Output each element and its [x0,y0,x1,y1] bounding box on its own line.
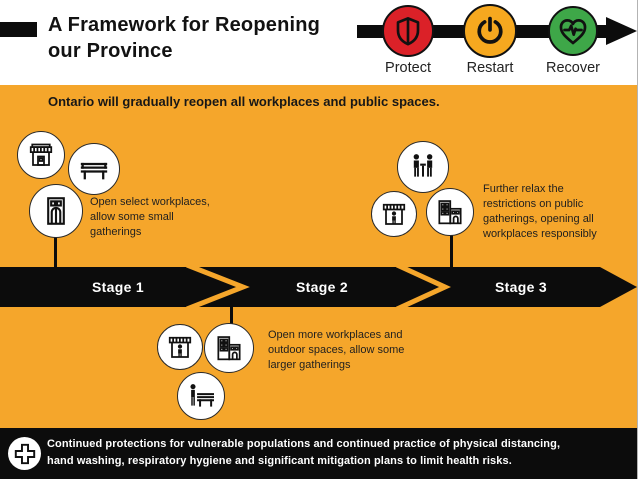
restart-label: Restart [466,60,514,76]
stage3-connector-line [450,234,453,268]
storefront-person-icon [165,332,195,362]
stage1-timeline-label: Stage 1 [92,279,144,295]
title-accent-bar [0,22,37,37]
stage2-buildings-circle [204,323,254,373]
stage3-description: Further relax the restrictions on public… [483,182,597,242]
stage3-desc-line: workplaces responsibly [483,228,597,240]
people-table-icon [406,150,440,184]
stage2-desc-line: larger gatherings [268,359,351,371]
stage3-buildings-circle [426,188,474,236]
bench-icon [77,152,111,186]
stage2-desc-line: outdoor spaces, allow some [268,344,405,356]
buildings-icon [434,196,466,228]
stage1-description: Open select workplaces, allow some small… [90,195,210,240]
shield-icon [392,15,424,47]
stage1-desc-line: Open select workplaces, [90,196,210,208]
footer-text-line: Continued protections for vulnerable pop… [47,438,561,450]
medical-cross-badge [8,437,41,470]
person-bench-icon [185,380,217,412]
header: A Framework for Reopening our Province [0,0,637,85]
main-canvas: Ontario will gradually reopen all workpl… [0,85,637,428]
title-line-1: A Framework for Reopening [48,14,321,36]
storefront-person-icon [379,199,409,229]
recover-phase-badge [548,6,598,56]
stage1-storefront-circle [17,131,65,179]
stage1-connector-line [54,234,57,268]
stage3-desc-line: restrictions on public [483,198,584,210]
phase-arrow-head [606,17,637,45]
protect-phase-badge [382,5,434,57]
stage2-description: Open more workplaces and outdoor spaces,… [268,328,404,373]
storefront-icon [26,140,56,170]
footer-text: Continued protections for vulnerable pop… [47,436,560,469]
page-title: A Framework for Reopening our Province [48,12,320,64]
door-icon [39,194,73,228]
heart-pulse-icon [556,14,590,48]
recover-label: Recover [546,60,600,76]
stage-timeline-arrow [0,264,637,310]
stage1-door-circle [29,184,83,238]
title-line-2: our Province [48,40,173,62]
intro-text: Ontario will gradually reopen all workpl… [48,94,440,109]
right-margin-strip [637,0,642,479]
stage3-timeline-label: Stage 3 [495,279,547,295]
stage2-storefront-circle [157,324,203,370]
stage1-desc-line: allow some small [90,211,174,223]
stage2-connector-line [230,305,233,329]
power-icon [473,14,507,48]
stage1-bench-circle [68,143,120,195]
medical-cross-icon [12,441,38,467]
stage2-person-bench-circle [177,372,225,420]
footer-text-line: hand washing, respiratory hygiene and si… [47,454,512,467]
stage1-desc-line: gatherings [90,226,142,238]
stage3-storefront-circle [371,191,417,237]
stage3-gathering-circle [397,141,449,193]
protect-label: Protect [385,60,431,76]
footer-bar: Continued protections for vulnerable pop… [0,428,637,479]
stage2-desc-line: Open more workplaces and [268,329,403,341]
stage3-desc-line: Further relax the [483,183,564,195]
stage3-desc-line: gatherings, opening all [483,213,594,225]
buildings-icon [213,332,245,364]
stage2-timeline-label: Stage 2 [296,279,348,295]
restart-phase-badge [463,4,517,58]
